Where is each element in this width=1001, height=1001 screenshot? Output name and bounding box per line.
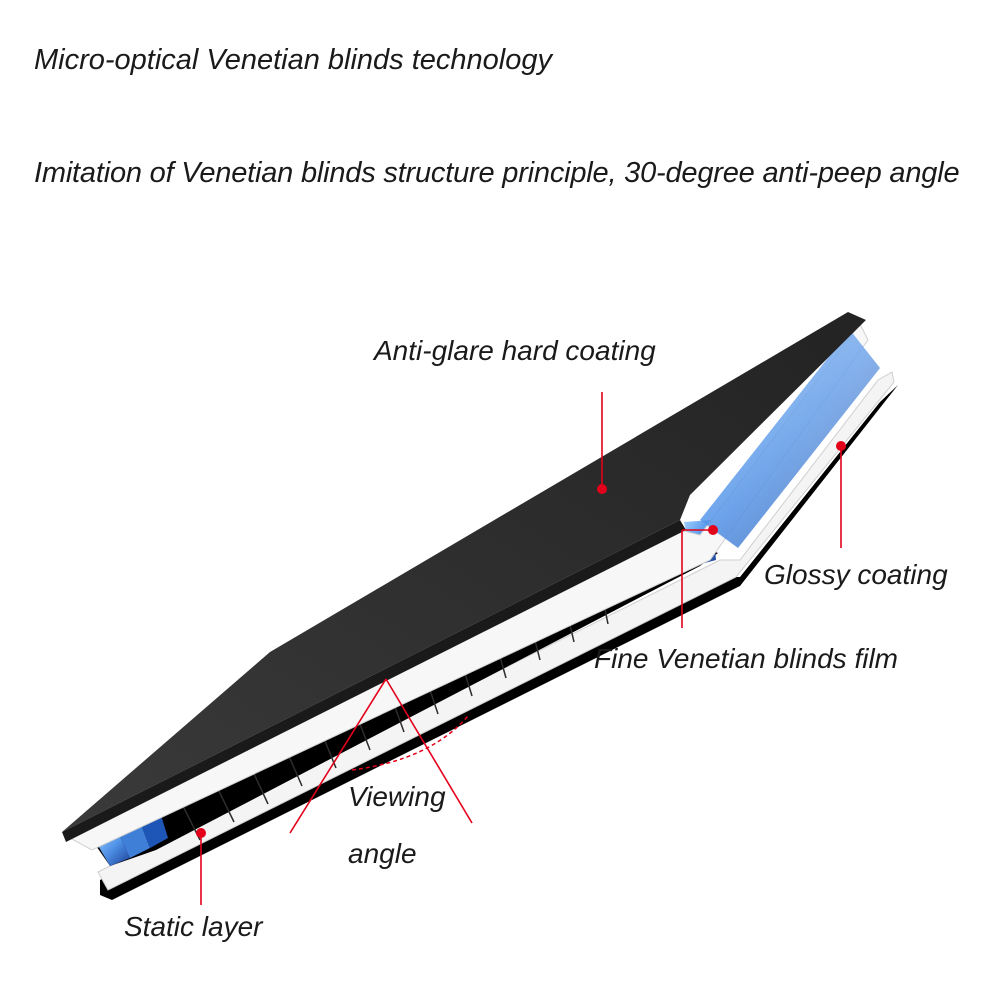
page-title: Micro-optical Venetian blinds technology <box>34 44 552 76</box>
viewing-angle-arc <box>351 715 469 771</box>
pointer-lines <box>200 392 842 905</box>
label-static-layer: Static layer <box>124 911 263 942</box>
label-angle: angle <box>348 838 417 869</box>
label-viewing: Viewing <box>348 781 446 812</box>
label-fine-blinds-film: Fine Venetian blinds film <box>594 643 899 674</box>
label-glossy-coating: Glossy coating <box>764 559 948 590</box>
anti-glare-plate <box>62 312 866 832</box>
pointer-dots <box>196 441 846 838</box>
label-anti-glare: Anti-glare hard coating <box>374 335 656 366</box>
page-subtitle: Imitation of Venetian blinds structure p… <box>34 157 960 189</box>
